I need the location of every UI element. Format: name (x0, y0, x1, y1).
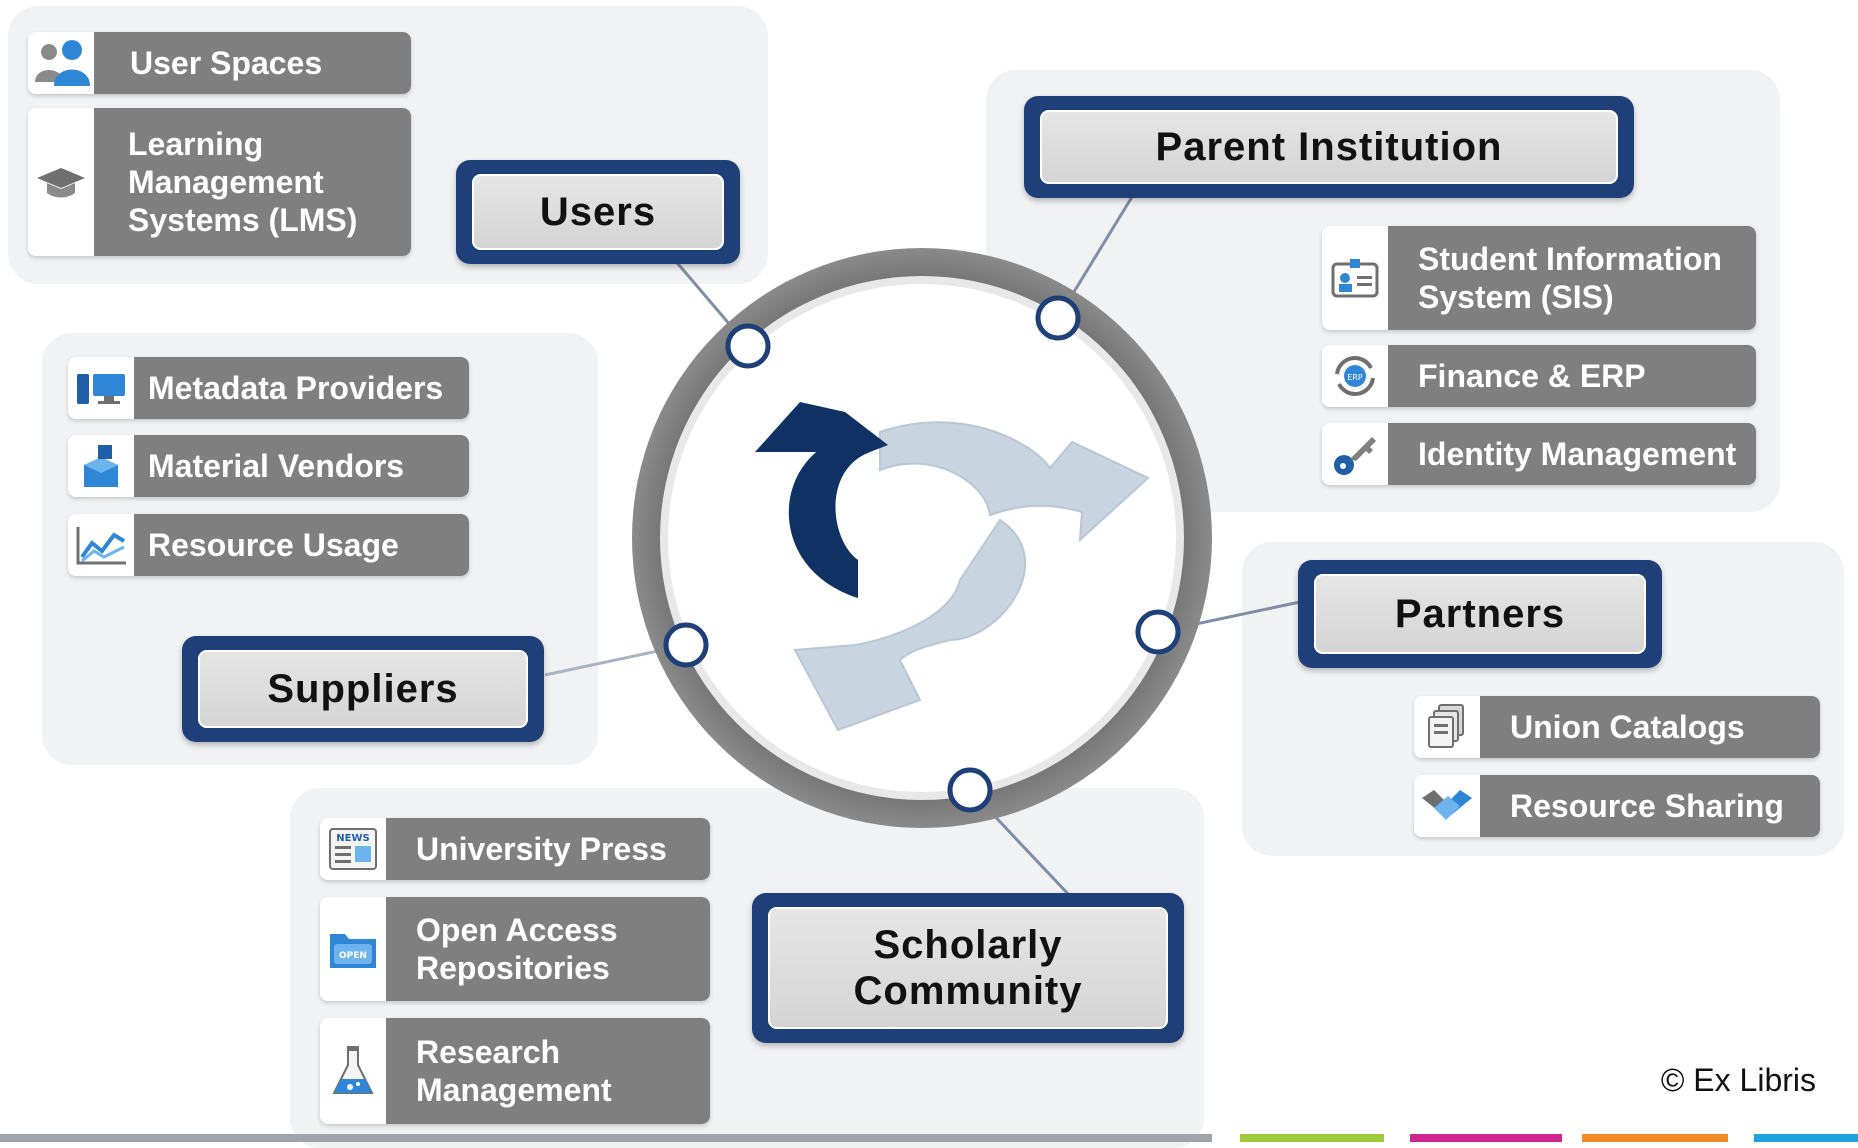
scholarly-category: Scholarly Community (752, 893, 1184, 1043)
computer-icon (68, 357, 134, 419)
metadata-providers-label: Metadata Providers (134, 357, 469, 419)
lms-label: Learning Management Systems (LMS) (94, 108, 411, 256)
line-chart-icon (68, 514, 134, 576)
material-vendors-item: Material Vendors (68, 435, 469, 497)
identity-management-item: Identity Management (1322, 423, 1756, 485)
users-category: Users (456, 160, 740, 264)
key-icon (1322, 423, 1388, 485)
graduation-cap-icon (28, 108, 94, 256)
news-icon: NEWS (320, 818, 386, 880)
university-press-label: University Press (386, 818, 710, 880)
lms-item: Learning Management Systems (LMS) (28, 108, 411, 256)
svg-text:NEWS: NEWS (336, 833, 369, 844)
material-vendors-label: Material Vendors (134, 435, 469, 497)
union-catalogs-item: Union Catalogs (1414, 696, 1820, 758)
partners-category: Partners (1298, 560, 1662, 668)
user-spaces-item: User Spaces (28, 32, 411, 94)
users-node (725, 323, 771, 369)
sis-label: Student Information System (SIS) (1388, 226, 1756, 330)
flask-icon (320, 1018, 386, 1124)
parent-node (1035, 295, 1081, 341)
footer-bar-grey (0, 1134, 1212, 1142)
parent-category: Parent Institution (1024, 96, 1634, 198)
resource-usage-label: Resource Usage (134, 514, 469, 576)
finance-erp-label: Finance & ERP (1388, 345, 1756, 407)
suppliers-category-label: Suppliers (198, 650, 528, 728)
identity-management-label: Identity Management (1388, 423, 1756, 485)
parent-category-label: Parent Institution (1040, 110, 1618, 184)
handshake-icon (1414, 775, 1480, 837)
svg-text:ERP: ERP (1347, 373, 1363, 382)
suppliers-category: Suppliers (182, 636, 544, 742)
scholarly-category-label: Scholarly Community (768, 907, 1168, 1029)
id-badge-icon (1322, 226, 1388, 330)
documents-icon (1414, 696, 1480, 758)
dark-arrow-icon (755, 402, 888, 598)
boxes-icon (68, 435, 134, 497)
svg-text:OPEN: OPEN (339, 951, 367, 961)
footer-bar-magenta (1410, 1134, 1562, 1142)
resource-sharing-item: Resource Sharing (1414, 775, 1820, 837)
partners-node (1135, 609, 1181, 655)
users-category-label: Users (472, 174, 724, 250)
open-access-label: Open Access Repositories (386, 897, 710, 1001)
user-spaces-label: User Spaces (94, 32, 411, 94)
scholarly-node (947, 767, 993, 813)
resource-sharing-label: Resource Sharing (1480, 775, 1820, 837)
light-arrows-icon (793, 421, 1150, 732)
university-press-item: NEWS University Press (320, 818, 710, 880)
metadata-providers-item: Metadata Providers (68, 357, 469, 419)
users-icon (28, 32, 94, 94)
sis-item: Student Information System (SIS) (1322, 226, 1756, 330)
research-management-item: Research Management (320, 1018, 710, 1124)
erp-cycle-icon: ERP (1322, 345, 1388, 407)
open-folder-icon: OPEN (320, 897, 386, 1001)
resource-usage-item: Resource Usage (68, 514, 469, 576)
research-management-label: Research Management (386, 1018, 710, 1124)
open-access-item: OPEN Open Access Repositories (320, 897, 710, 1001)
footer-bar-blue (1754, 1134, 1858, 1142)
suppliers-node (663, 622, 709, 668)
footer-bar-green (1240, 1134, 1384, 1142)
footer-bar-orange (1582, 1134, 1728, 1142)
copyright: © Ex Libris (1660, 1062, 1816, 1098)
finance-erp-item: ERP Finance & ERP (1322, 345, 1756, 407)
union-catalogs-label: Union Catalogs (1480, 696, 1820, 758)
partners-category-label: Partners (1314, 574, 1646, 654)
